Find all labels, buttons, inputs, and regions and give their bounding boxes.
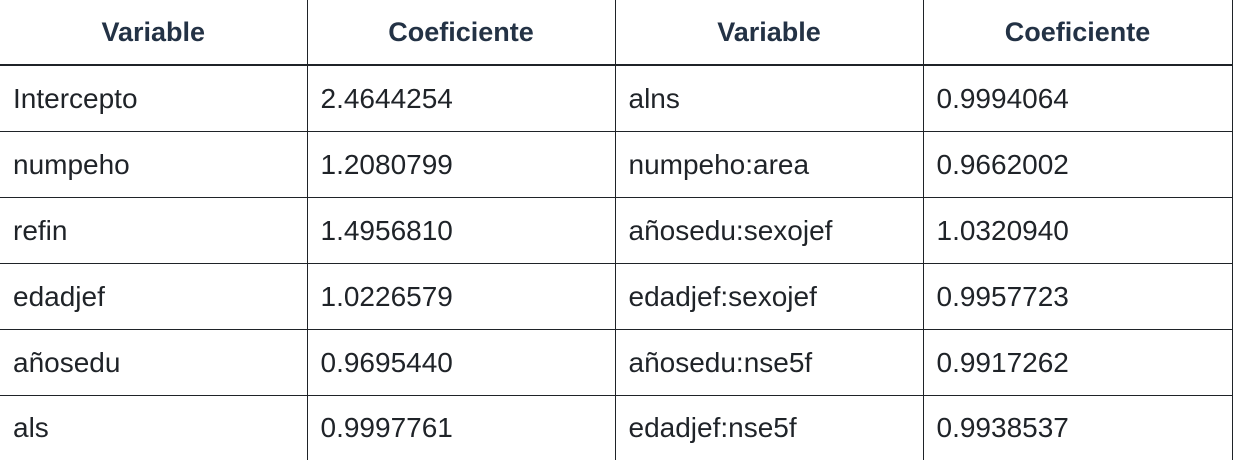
table-row: refin 1.4956810 añosedu:sexojef 1.032094…	[0, 198, 1232, 264]
variable-cell: refin	[0, 198, 307, 264]
variable-cell: edadjef	[0, 264, 307, 330]
coefficient-cell: 1.4956810	[307, 198, 615, 264]
coefficient-cell: 1.2080799	[307, 132, 615, 198]
coefficient-cell: 0.9695440	[307, 330, 615, 396]
variable-cell: numpeho	[0, 132, 307, 198]
coefficient-cell: 0.9957723	[923, 264, 1232, 330]
table-header-row: Variable Coeficiente Variable Coeficient…	[0, 0, 1232, 65]
variable-cell: añosedu:sexojef	[615, 198, 923, 264]
table-row: numpeho 1.2080799 numpeho:area 0.9662002	[0, 132, 1232, 198]
coefficient-cell: 2.4644254	[307, 65, 615, 132]
table-row: añosedu 0.9695440 añosedu:nse5f 0.991726…	[0, 330, 1232, 396]
header-coefficient-left: Coeficiente	[307, 0, 615, 65]
variable-cell: añosedu:nse5f	[615, 330, 923, 396]
coefficient-cell: 0.9662002	[923, 132, 1232, 198]
variable-cell: alns	[615, 65, 923, 132]
coefficient-cell: 0.9938537	[923, 396, 1232, 460]
variable-cell: añosedu	[0, 330, 307, 396]
variable-cell: als	[0, 396, 307, 460]
coefficient-cell: 0.9997761	[307, 396, 615, 460]
variable-cell: edadjef:sexojef	[615, 264, 923, 330]
header-variable-right: Variable	[615, 0, 923, 65]
table-row: als 0.9997761 edadjef:nse5f 0.9938537	[0, 396, 1232, 460]
coefficient-cell: 0.9917262	[923, 330, 1232, 396]
table-row: edadjef 1.0226579 edadjef:sexojef 0.9957…	[0, 264, 1232, 330]
coefficient-cell: 1.0320940	[923, 198, 1232, 264]
header-coefficient-right: Coeficiente	[923, 0, 1232, 65]
variable-cell: edadjef:nse5f	[615, 396, 923, 460]
variable-cell: Intercepto	[0, 65, 307, 132]
coefficient-cell: 0.9994064	[923, 65, 1232, 132]
coefficient-cell: 1.0226579	[307, 264, 615, 330]
header-variable-left: Variable	[0, 0, 307, 65]
table-row: Intercepto 2.4644254 alns 0.9994064	[0, 65, 1232, 132]
variable-cell: numpeho:area	[615, 132, 923, 198]
